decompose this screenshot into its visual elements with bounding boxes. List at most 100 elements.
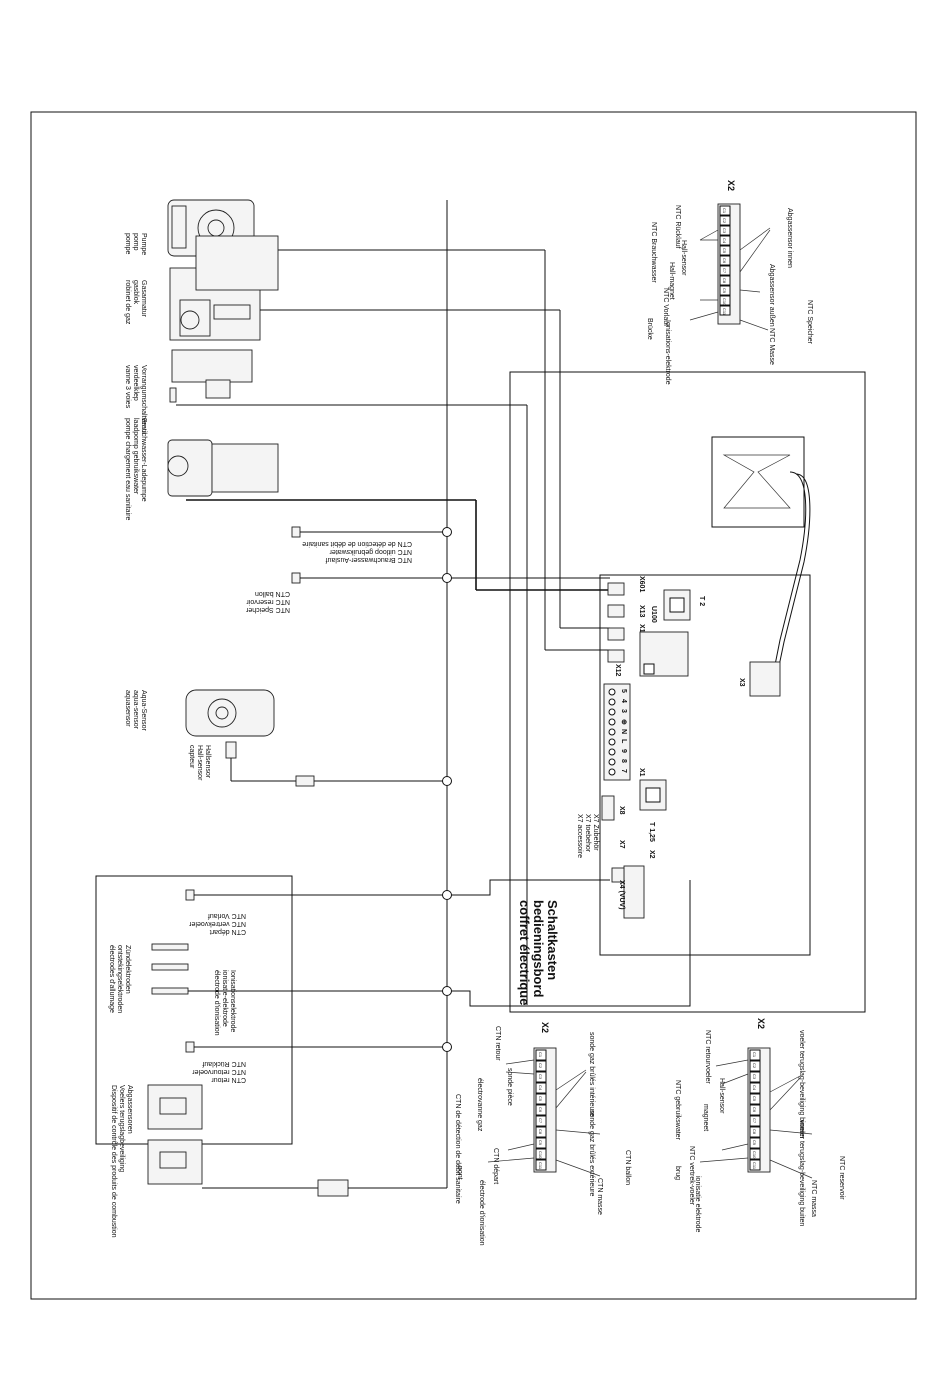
x1-pin-label: 7 bbox=[620, 769, 627, 773]
x12-connector bbox=[607, 649, 625, 663]
aquasensor-label-fr: aquasensor bbox=[124, 690, 131, 727]
x2-pin-label: C4 bbox=[722, 238, 727, 244]
legend-fr-electrode: électrode d'ionisation bbox=[478, 1180, 485, 1246]
ntc-flow-label-fr: CTN départ bbox=[210, 928, 246, 935]
x601-label: X601 bbox=[638, 576, 645, 592]
x2-pin-label: C1 bbox=[722, 208, 727, 214]
x2-pin-label: C5 bbox=[538, 1096, 543, 1102]
x2-pin bbox=[749, 1115, 761, 1127]
dhw-pump-component: pompe chargement eau sanitaire laadpomp … bbox=[124, 235, 610, 591]
legend-fr-pont: pont bbox=[456, 1166, 463, 1180]
x13-connector bbox=[607, 604, 625, 618]
x2-pin bbox=[749, 1148, 761, 1160]
x1-label: X1 bbox=[638, 768, 645, 777]
x2-pin bbox=[535, 1115, 547, 1127]
x2-pin-label: C7 bbox=[752, 1118, 757, 1124]
dhw-pump-label-nl: laadpomp gebruikswater bbox=[132, 418, 139, 495]
three-way-label-nl: verdeelklep bbox=[132, 365, 139, 401]
x2-pin bbox=[749, 1060, 761, 1072]
x2-pin-label: C6 bbox=[752, 1107, 757, 1113]
ntc-tank-label-nl: NTC reservoir bbox=[246, 598, 290, 605]
legend-nl-ntc-retour: NTC retourvoeler bbox=[704, 1030, 711, 1084]
x2-pin-label: C1 bbox=[752, 1052, 757, 1058]
x14-label: X14 bbox=[638, 624, 645, 637]
x2-pin-label: C3 bbox=[538, 1074, 543, 1080]
legend-fr-title: X2 bbox=[540, 1022, 550, 1033]
pump-label-nl: pomp bbox=[132, 233, 139, 251]
x2-pin bbox=[719, 225, 731, 236]
x3-label: X3 bbox=[738, 678, 745, 687]
x2-pin bbox=[719, 285, 731, 296]
pump-label-de: Pumpe bbox=[140, 233, 147, 255]
legend-fr-electrovanne: électrovanne gaz bbox=[476, 1078, 483, 1132]
x2-pin bbox=[719, 255, 731, 266]
x2-pin bbox=[535, 1159, 547, 1171]
u100-label: U100 bbox=[650, 606, 657, 623]
x1-pin-label: 8 bbox=[620, 759, 627, 763]
x1-terminal bbox=[603, 683, 631, 781]
ntc-return-label-de: NTC Rücklauf bbox=[202, 1060, 246, 1067]
legend-fr-sonde-int: sonde gaz brûlés intérieure bbox=[588, 1032, 595, 1117]
legend-fr-sonde-piece: sonde pièce bbox=[506, 1068, 513, 1106]
legend-nl-ntc-reservoir: NTC reservoir bbox=[838, 1156, 845, 1200]
x2-pin-label: C11 bbox=[752, 1162, 757, 1170]
x4-connector bbox=[623, 865, 645, 919]
x2-pin bbox=[535, 1071, 547, 1083]
ntc-tank-label-fr: CTN ballon bbox=[255, 590, 290, 597]
x2-pin-label: C5 bbox=[752, 1096, 757, 1102]
legend-fr-ctn-depart: CTN départ bbox=[492, 1148, 499, 1184]
x2-pin bbox=[535, 1126, 547, 1138]
legend-de-ntc-ruecklauf: NTC Rücklauf bbox=[674, 205, 681, 249]
x2-pin-label: C2 bbox=[722, 218, 727, 224]
ntc-return-sensor: CTN retour NTC retourvoeler NTC Rücklauf bbox=[185, 1041, 452, 1083]
x2-label-board: X2 bbox=[648, 850, 655, 859]
legend-nl-brug: brug bbox=[674, 1166, 681, 1180]
x2-pin bbox=[719, 265, 731, 276]
aquasensor-component: aquasensor aqua-sensor Aqua-Sensor capte… bbox=[124, 689, 452, 787]
legend-nl-ionisatie: ionisatie elektrode bbox=[694, 1176, 701, 1233]
x1-pin bbox=[608, 728, 616, 736]
x2-pin bbox=[535, 1104, 547, 1116]
x2-pin bbox=[535, 1082, 547, 1094]
ion-label-de: Ionisationselektrode bbox=[229, 970, 236, 1032]
x1-pin bbox=[608, 758, 616, 766]
x2-pin bbox=[719, 235, 731, 246]
fuse-t125-label: T 1,25 bbox=[648, 822, 655, 842]
hall-label-nl: Hall-sensor bbox=[196, 745, 203, 781]
ntc-tank-label-de: NTC Speicher bbox=[245, 606, 290, 613]
x8-label: X8 bbox=[618, 806, 625, 815]
legend-de-bruecke: Brücke bbox=[646, 318, 653, 340]
legend-de-ntc-masse: NTC Masse bbox=[768, 328, 775, 365]
x2-pin-label: C11 bbox=[722, 308, 727, 316]
ntc-flow-sensor: CTN départ NTC vertrekvoeler NTC Vorlauf bbox=[185, 879, 610, 935]
x2-pin bbox=[535, 1060, 547, 1072]
legend-de-ntc-vorlauf: NTC Vorlauf bbox=[662, 288, 669, 326]
x2-pin bbox=[719, 215, 731, 226]
x1-pin-label: 3 bbox=[620, 709, 627, 713]
x2-pin bbox=[749, 1137, 761, 1149]
ignition-electrodes: électrodes d'allumage ontstekingselektro… bbox=[108, 880, 691, 1036]
x1-pin bbox=[608, 688, 616, 696]
ign-label-fr: électrodes d'allumage bbox=[108, 945, 115, 1013]
x2-pin bbox=[749, 1126, 761, 1138]
aquasensor-label-de: Aqua-Sensor bbox=[140, 690, 147, 732]
control-box-title-de: Schaltkasten bbox=[545, 900, 560, 980]
ntc-dhw-label-fr: CTN de détection de débit sanitaire bbox=[302, 540, 412, 547]
x2-pin bbox=[719, 205, 731, 216]
legend-de-abgas-innen: Abgassensor innen bbox=[786, 208, 793, 268]
x2-pin-label: C2 bbox=[538, 1063, 543, 1069]
x601-connector bbox=[607, 582, 625, 596]
x2-pin bbox=[719, 245, 731, 256]
three-way-label-fr: vanne 3 voies bbox=[124, 365, 131, 409]
legend-fr-ctn-ballon: CTN ballon bbox=[624, 1150, 631, 1185]
ign-label-nl: ontstekingselektroden bbox=[116, 945, 123, 1013]
x2-pin bbox=[749, 1104, 761, 1116]
x2-pin-label: C7 bbox=[538, 1118, 543, 1124]
x1-pin bbox=[608, 718, 616, 726]
x1-pin bbox=[608, 708, 616, 716]
ntc-flow-label-nl: NTC vertrekvoeler bbox=[189, 920, 246, 927]
three-way-valve-component: vanne 3 voies verdeelklep Vorrangumschal… bbox=[124, 349, 528, 1005]
flue-guard-sensors: Dispositif de contrôle des produits de c… bbox=[110, 1084, 447, 1238]
